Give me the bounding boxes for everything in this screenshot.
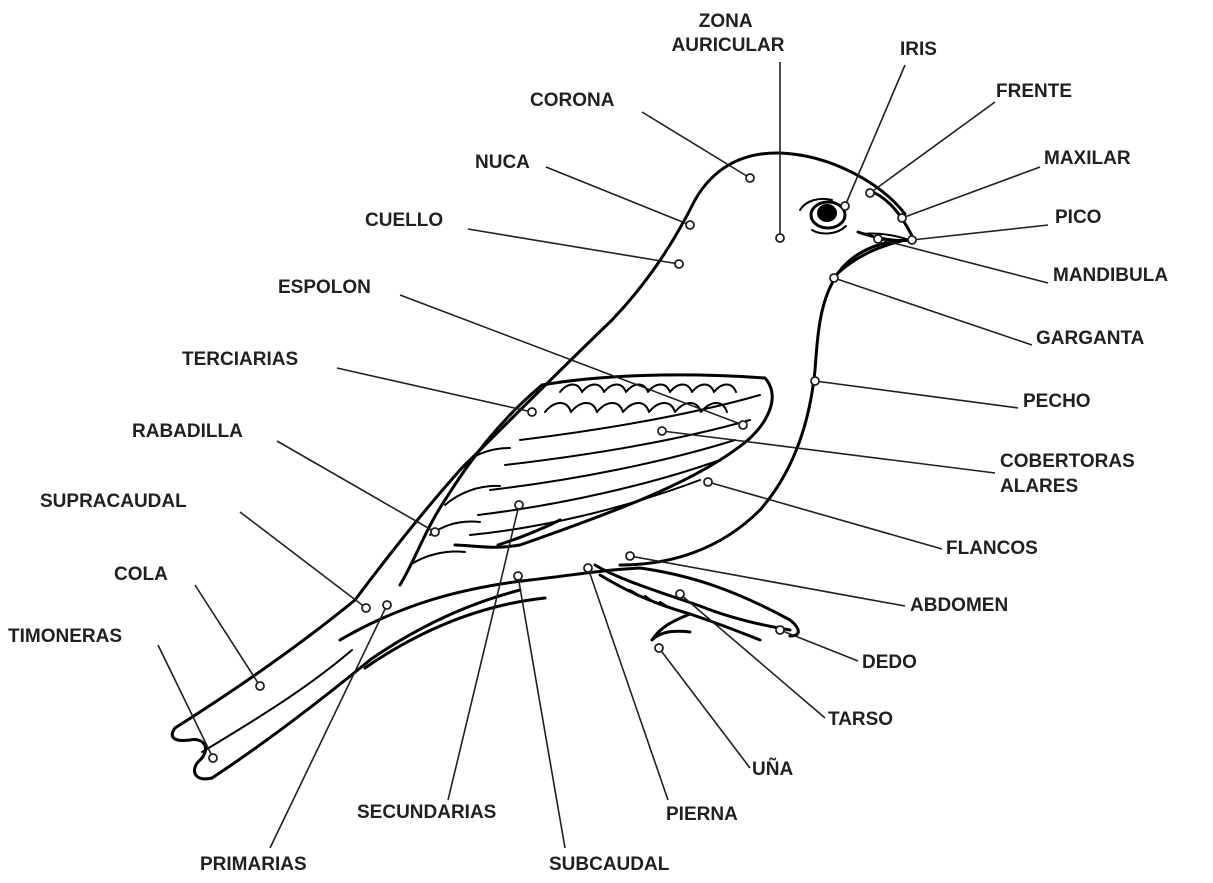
label-supracaudal: SUPRACAUDAL [40, 491, 187, 512]
label-espolon: ESPOLON [278, 277, 371, 298]
label-corona: CORONA [530, 90, 615, 111]
label-cola: COLA [114, 564, 168, 585]
label-abdomen: ABDOMEN [910, 595, 1008, 616]
bird-outline [170, 151, 916, 781]
label-primarias: PRIMARIAS [200, 854, 307, 875]
label-pierna: PIERNA [666, 804, 738, 825]
label-pico: PICO [1055, 207, 1101, 228]
anchor-points [208, 173, 917, 763]
label-cobertoras-alares: COBERTORAS ALARES [1000, 451, 1140, 497]
label-flancos: FLANCOS [946, 538, 1038, 559]
label-rabadilla: RABADILLA [132, 421, 243, 442]
label-timoneras: TIMONERAS [8, 626, 122, 647]
leader-lines [157, 62, 1049, 849]
label-nuca: NUCA [475, 152, 530, 173]
label-maxilar: MAXILAR [1044, 148, 1131, 169]
label-una: UÑA [752, 758, 793, 780]
label-tarso: TARSO [828, 709, 893, 730]
label-mandibula: MANDIBULA [1053, 265, 1168, 286]
label-secundarias: SECUNDARIAS [357, 802, 496, 823]
label-garganta: GARGANTA [1036, 328, 1145, 349]
label-dedo: DEDO [862, 652, 917, 673]
label-zona-auricular: ZONA AURICULAR [672, 11, 785, 56]
label-iris: IRIS [900, 39, 937, 60]
label-terciarias: TERCIARIAS [182, 349, 298, 370]
label-frente: FRENTE [996, 81, 1072, 102]
label-subcaudal: SUBCAUDAL [549, 854, 670, 875]
label-cuello: CUELLO [365, 210, 443, 231]
label-pecho: PECHO [1023, 391, 1091, 412]
part-labels: ZONA AURICULAR IRIS FRENTE CORONA MAXILA… [8, 11, 1168, 875]
